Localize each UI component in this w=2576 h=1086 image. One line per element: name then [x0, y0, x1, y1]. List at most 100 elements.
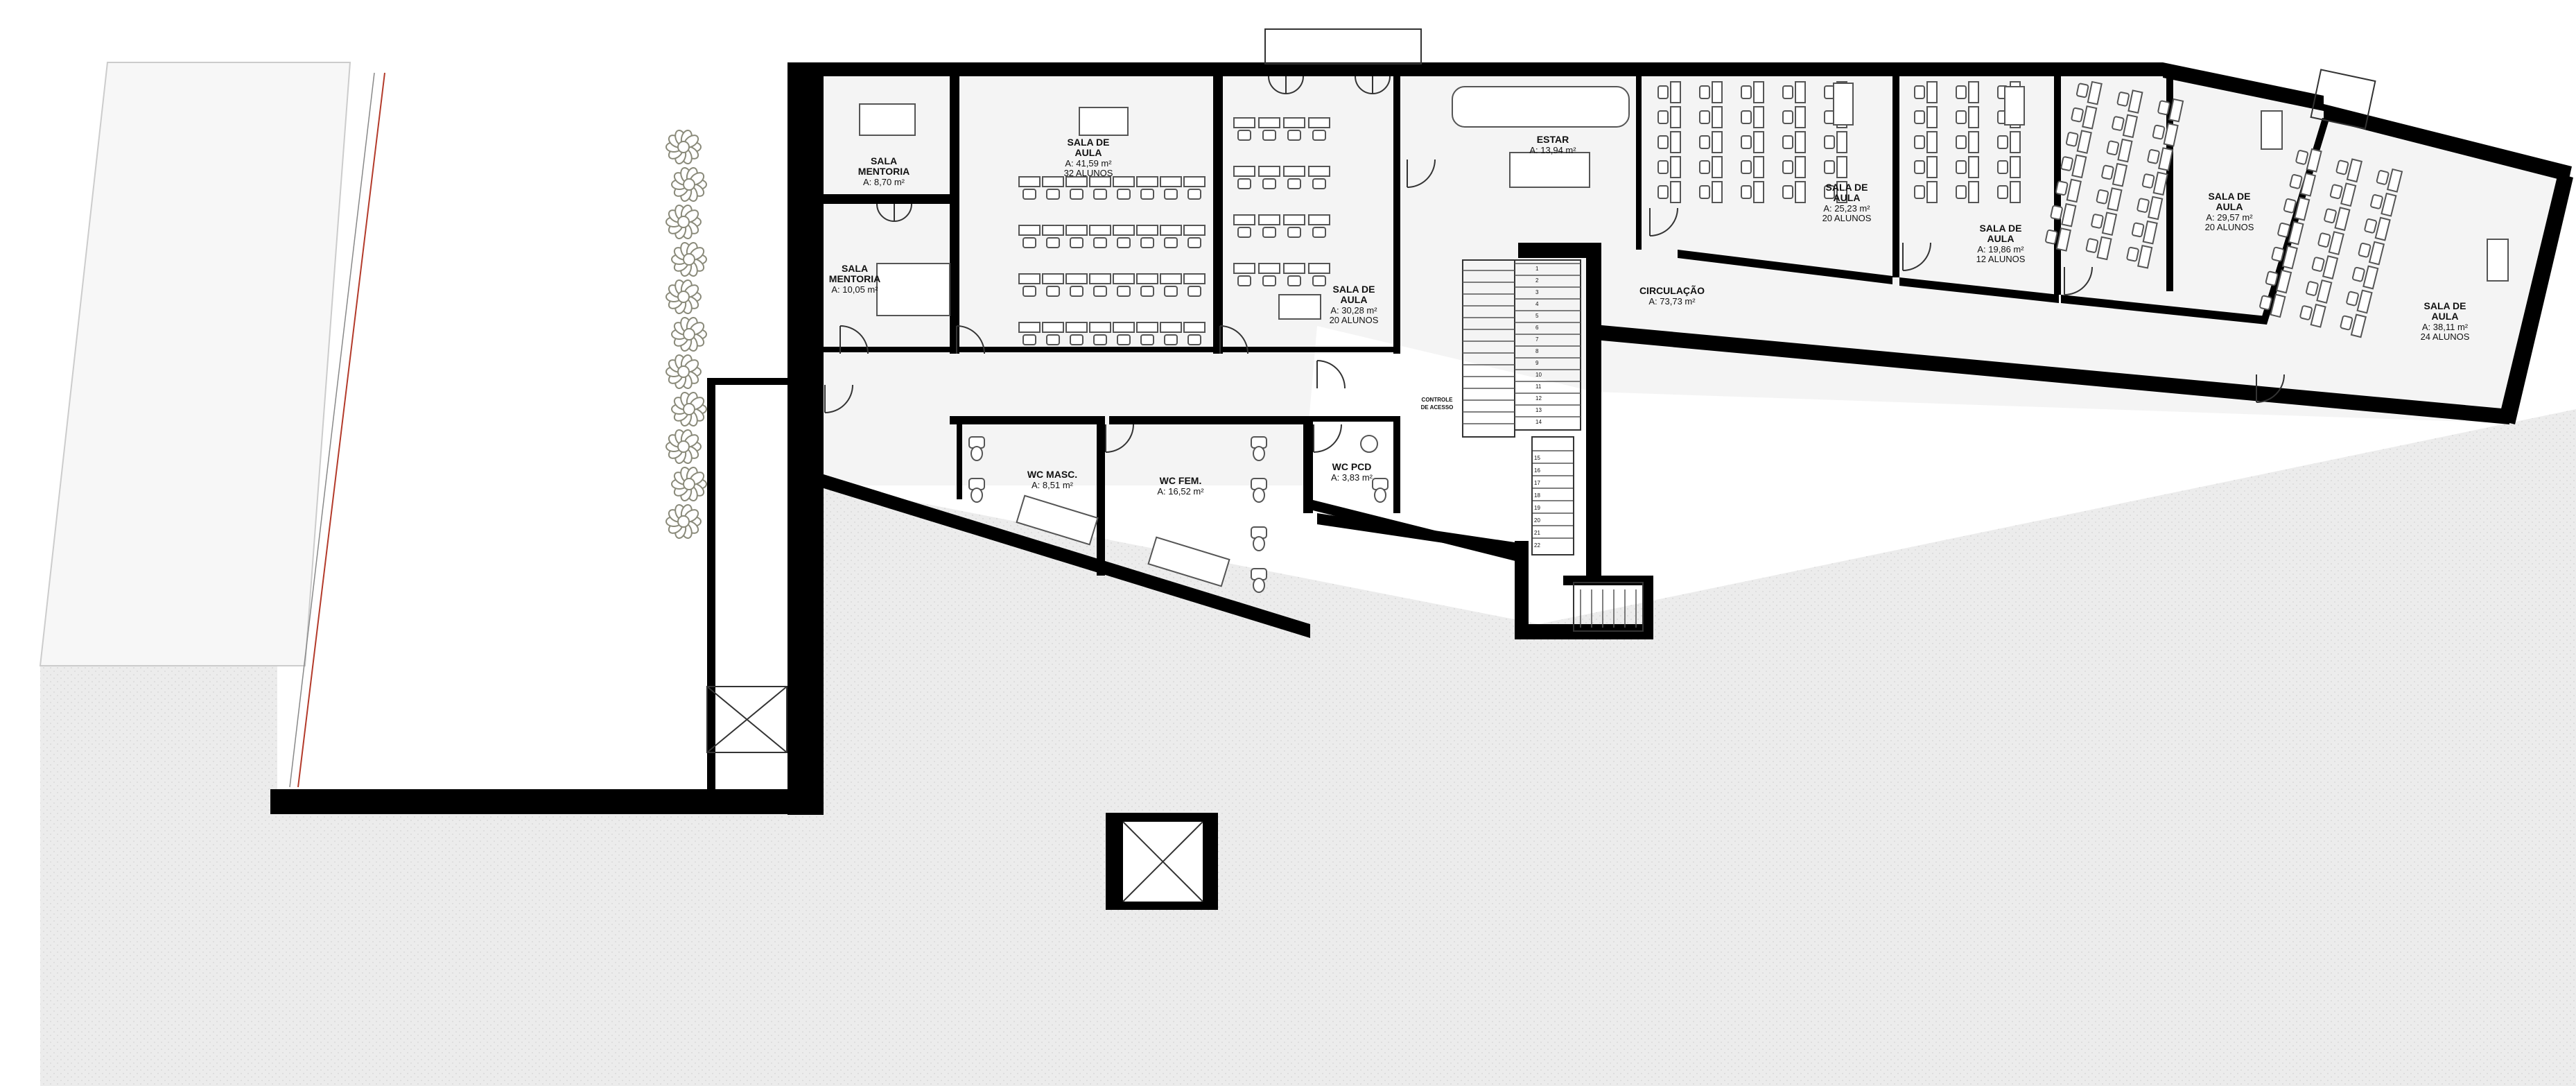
door-swing	[1105, 424, 1134, 453]
stair-number: 22	[1534, 542, 1540, 549]
furniture	[859, 80, 2509, 593]
teacher-desk-aula-6	[2487, 239, 2509, 282]
teacher-desk-aula-5	[2261, 110, 2283, 150]
stair-number: 11	[1535, 383, 1542, 390]
svg-text:ESTAR: ESTAR	[1537, 134, 1569, 145]
tree-icon	[665, 205, 702, 239]
tree-icon	[665, 130, 702, 164]
elevator-shaft-west	[706, 686, 787, 753]
svg-text:A: 16,52 m²: A: 16,52 m²	[1157, 486, 1204, 497]
room-label-aula-4: SALA DE AULA A: 19,86 m² 12 ALUNOS	[1976, 223, 2026, 264]
stair-number: 12	[1535, 395, 1542, 402]
sink-counter	[1016, 494, 1099, 546]
door-swing	[956, 325, 985, 354]
svg-text:CONTROLE: CONTROLE	[1422, 397, 1454, 403]
neighbor-lot	[39, 62, 351, 666]
door-swing	[824, 384, 853, 413]
tree-icon	[665, 429, 702, 464]
sink-counter	[1147, 536, 1230, 587]
room-label-wc-fem: WC FEM. A: 16,52 m²	[1157, 475, 1204, 497]
property-line	[297, 72, 385, 788]
mentoria-table-2	[876, 263, 950, 316]
toilet-icon	[1251, 568, 1267, 593]
tree-icon	[665, 354, 702, 389]
tree-icon	[665, 504, 702, 539]
doors	[824, 76, 2285, 453]
svg-text:A: 41,59 m²: A: 41,59 m²	[1065, 158, 1112, 169]
svg-text:A: 73,73 m²: A: 73,73 m²	[1648, 296, 1696, 307]
room-label-circulacao: CIRCULAÇÃO A: 73,73 m²	[1639, 284, 1705, 307]
stair-number: 15	[1534, 455, 1540, 461]
svg-text:A: 10,05 m²: A: 10,05 m²	[831, 284, 878, 295]
sofa	[1452, 86, 1630, 128]
toilet-icon	[1251, 436, 1267, 461]
northeast-wall	[2163, 62, 2324, 111]
stair-number: 14	[1535, 419, 1542, 425]
sink-icon	[1360, 435, 1378, 453]
stair-number: 10	[1535, 372, 1542, 378]
room-label-mentoria-2: SALA MENTORIA A: 10,05 m²	[829, 263, 880, 295]
tree-icon	[671, 317, 707, 352]
svg-text:SALA DE: SALA DE	[1333, 284, 1375, 295]
door-swing	[1355, 76, 1373, 94]
tree-icon	[671, 242, 707, 277]
svg-text:SALA DE: SALA DE	[1068, 137, 1110, 148]
svg-text:CIRCULAÇÃO: CIRCULAÇÃO	[1639, 284, 1705, 296]
south-wall	[1594, 325, 2509, 424]
svg-text:A: 29,57 m²: A: 29,57 m²	[2206, 212, 2253, 223]
door-swing	[839, 325, 869, 354]
classroom-desks-aula-1	[1018, 176, 1206, 345]
entrance-canopy	[1264, 28, 1422, 64]
stair-number: 13	[1535, 407, 1542, 413]
bathroom-south-wall	[815, 472, 1310, 638]
classroom-desks-aula-5	[2045, 80, 2184, 269]
door-swing	[1902, 242, 1931, 271]
door-swing	[1649, 207, 1678, 236]
toilet-icon	[968, 478, 985, 503]
room-label-aula-6: SALA DE AULA A: 38,11 m² 24 ALUNOS	[2421, 300, 2470, 342]
mentoria-table-1	[859, 103, 916, 136]
stair-number: 7	[1535, 336, 1539, 343]
svg-text:SALA: SALA	[842, 263, 868, 274]
stair-number: 16	[1534, 467, 1540, 474]
svg-text:32 ALUNOS: 32 ALUNOS	[1064, 168, 1113, 178]
door-swing	[2064, 266, 2093, 295]
svg-text:AULA: AULA	[1075, 147, 1102, 158]
stair-number: 4	[1535, 301, 1539, 307]
tree-icon	[671, 392, 707, 426]
tree-icon	[671, 167, 707, 202]
tree-icon	[671, 467, 707, 501]
svg-text:MENTORIA: MENTORIA	[858, 166, 910, 177]
svg-text:AULA: AULA	[1834, 192, 1861, 203]
stair-number: 19	[1534, 505, 1540, 511]
stair-number: 9	[1535, 360, 1539, 366]
svg-text:SALA DE: SALA DE	[1826, 182, 1868, 193]
svg-text:A: 13,94 m²: A: 13,94 m²	[1529, 145, 1576, 155]
stair-number: 18	[1534, 492, 1540, 499]
stair-number: 6	[1535, 325, 1539, 331]
elevator-shaft-exterior	[1106, 813, 1218, 910]
svg-text:WC FEM.: WC FEM.	[1160, 475, 1202, 486]
stair-number: 17	[1534, 480, 1540, 486]
svg-text:SALA: SALA	[871, 155, 897, 166]
site-terrain	[40, 409, 2576, 1086]
door-swing	[1268, 76, 1287, 94]
door-swing	[876, 203, 895, 222]
svg-text:A: 19,86 m²: A: 19,86 m²	[1977, 244, 2024, 255]
toilet-icon	[1251, 478, 1267, 503]
svg-text:DE ACESSO: DE ACESSO	[1421, 404, 1454, 411]
svg-text:MENTORIA: MENTORIA	[829, 273, 880, 284]
door-swing	[1316, 360, 1346, 389]
room-label-mentoria-1: SALA MENTORIA A: 8,70 m²	[858, 155, 910, 187]
toilet-icon	[1372, 478, 1389, 503]
room-label-aula-1: SALA DE AULA A: 41,59 m² 32 ALUNOS	[1064, 137, 1113, 178]
svg-text:AULA: AULA	[2216, 201, 2243, 212]
stair-number: 3	[1535, 289, 1539, 295]
teacher-desk-aula-1	[1079, 107, 1129, 136]
room-label-wc-pcd: WC PCD A: 3,83 m²	[1331, 461, 1373, 483]
toilet-icon	[968, 436, 985, 461]
toilet-icon	[1251, 526, 1267, 551]
svg-text:24 ALUNOS: 24 ALUNOS	[2421, 331, 2470, 342]
